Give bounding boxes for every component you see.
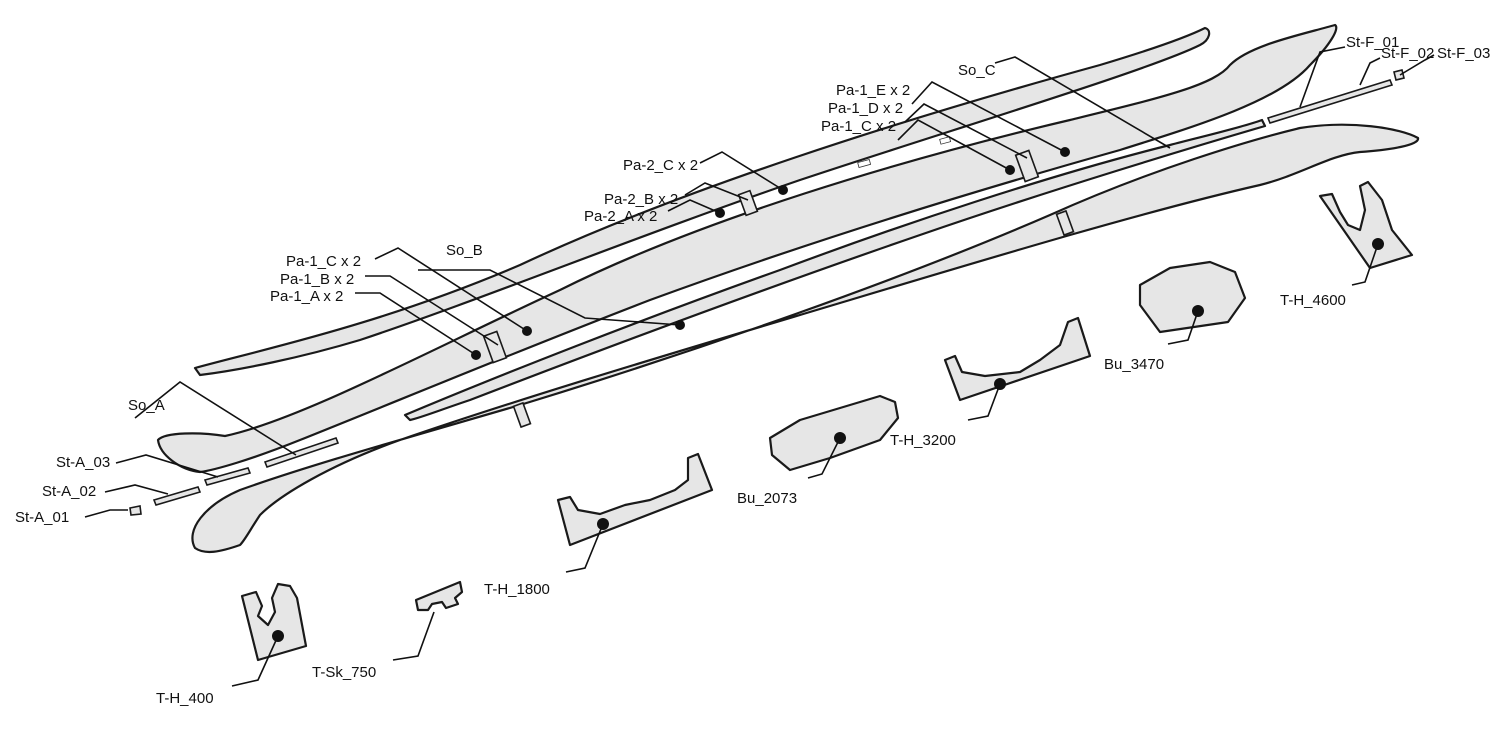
label-stf-02: St-F_02 <box>1381 45 1434 62</box>
label-pa1-c-left: Pa-1_C x 2 <box>286 253 361 270</box>
part-bu-3470 <box>1138 260 1247 334</box>
label-th-400: T-H_400 <box>156 690 214 707</box>
label-so-a: So_A <box>128 397 165 414</box>
joint-plate <box>737 189 759 217</box>
label-pa1-d: Pa-1_D x 2 <box>828 100 903 117</box>
part-th-3200 <box>943 316 1092 402</box>
strip-stf-01 <box>1266 79 1394 124</box>
panel-pa1-middle <box>156 23 1338 474</box>
joint-plate <box>1014 149 1040 183</box>
part-th-1800 <box>556 452 714 547</box>
label-th-4600: T-H_4600 <box>1280 292 1346 309</box>
label-so-c: So_C <box>958 62 996 79</box>
label-sta-03: St-A_03 <box>56 454 110 471</box>
label-pa2-a: Pa-2_A x 2 <box>584 208 657 225</box>
part-bu-2073 <box>768 394 900 472</box>
joint-plate <box>1055 209 1075 237</box>
part-tsk-750 <box>414 580 464 612</box>
label-pa1-a: Pa-1_A x 2 <box>270 288 343 305</box>
strip-sta-02 <box>152 486 202 506</box>
label-th-1800: T-H_1800 <box>484 581 550 598</box>
panel-lower <box>191 123 1420 554</box>
strip-sta-01 <box>129 505 142 516</box>
label-sta-01: St-A_01 <box>15 509 69 526</box>
label-pa1-c-right: Pa-1_C x 2 <box>821 118 896 135</box>
strip-so-a-2 <box>203 467 252 486</box>
panel-pa1-upper <box>193 26 1211 377</box>
label-pa1-e: Pa-1_E x 2 <box>836 82 910 99</box>
label-stf-03: St-F_03 <box>1437 45 1490 62</box>
leader-dots <box>272 147 1384 642</box>
label-pa1-b: Pa-1_B x 2 <box>280 271 354 288</box>
panel-so-b <box>403 118 1267 422</box>
label-bu-3470: Bu_3470 <box>1104 356 1164 373</box>
label-pa2-c: Pa-2_C x 2 <box>623 157 698 174</box>
label-th-3200: T-H_3200 <box>890 432 956 449</box>
slot <box>939 136 952 145</box>
label-tsk-750: T-Sk_750 <box>312 664 376 681</box>
strip-stf-03 <box>1393 69 1405 81</box>
label-so-b: So_B <box>446 242 483 259</box>
label-bu-2073: Bu_2073 <box>737 490 797 507</box>
label-stf-01: St-F_01 <box>1346 34 1399 51</box>
label-sta-02: St-A_02 <box>42 483 96 500</box>
leader-lines <box>84 46 1435 687</box>
slot <box>857 159 872 168</box>
label-pa2-b: Pa-2_B x 2 <box>604 191 678 208</box>
strip-so-a-1 <box>263 436 340 469</box>
part-th-4600 <box>1318 180 1414 270</box>
joint-plate <box>512 401 532 429</box>
part-th-400 <box>240 582 308 662</box>
